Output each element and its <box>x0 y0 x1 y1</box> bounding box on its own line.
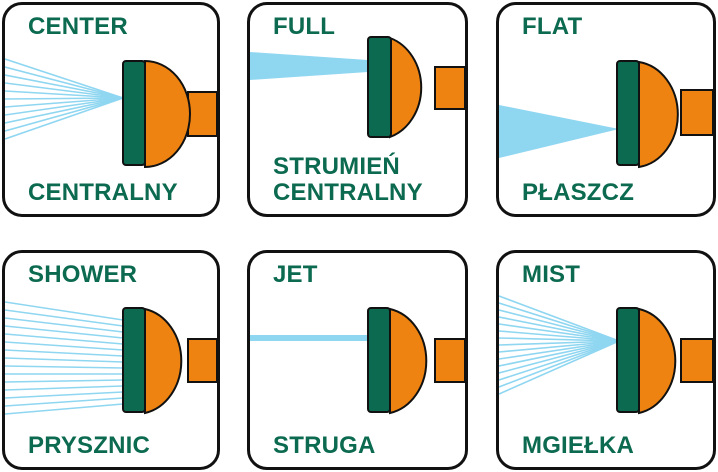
nozzle-jet-icon <box>250 307 465 415</box>
label-pl: STRUMIEŃ CENTRALNY <box>273 154 423 206</box>
nozzle-mist-icon <box>499 295 713 415</box>
label-pl: PŁASZCZ <box>522 179 635 206</box>
label-pl: MGIEŁKA <box>522 432 635 459</box>
tile-mist: MIST MGIEŁKA <box>496 250 716 470</box>
label-pl: STRUGA <box>273 432 376 459</box>
label-pl: PRYSZNIC <box>28 432 151 459</box>
tile-jet: JET STRUGA <box>247 250 468 470</box>
nozzle-center-icon <box>5 58 217 169</box>
tile-center: CENTER CENTRALNY <box>2 2 220 217</box>
tile-full: FULL STRUMIEŃ CENTRALNY <box>247 2 468 217</box>
label-en: FULL <box>273 13 336 40</box>
label-en: JET <box>273 261 318 288</box>
tile-flat: FLAT PŁASZCZ <box>496 2 716 217</box>
label-pl: CENTRALNY <box>28 179 178 206</box>
label-en: CENTER <box>28 13 128 40</box>
label-en: MIST <box>522 261 581 288</box>
label-pl-line-1: STRUMIEŃ <box>273 153 400 180</box>
label-en: SHOWER <box>28 261 138 288</box>
nozzle-shower-icon <box>5 301 217 415</box>
nozzle-full-icon <box>250 36 465 139</box>
tile-shower: SHOWER PRYSZNIC <box>2 250 220 470</box>
label-en: FLAT <box>522 13 583 40</box>
nozzle-flat-icon <box>499 60 713 169</box>
label-pl-line-2: CENTRALNY <box>273 179 423 206</box>
